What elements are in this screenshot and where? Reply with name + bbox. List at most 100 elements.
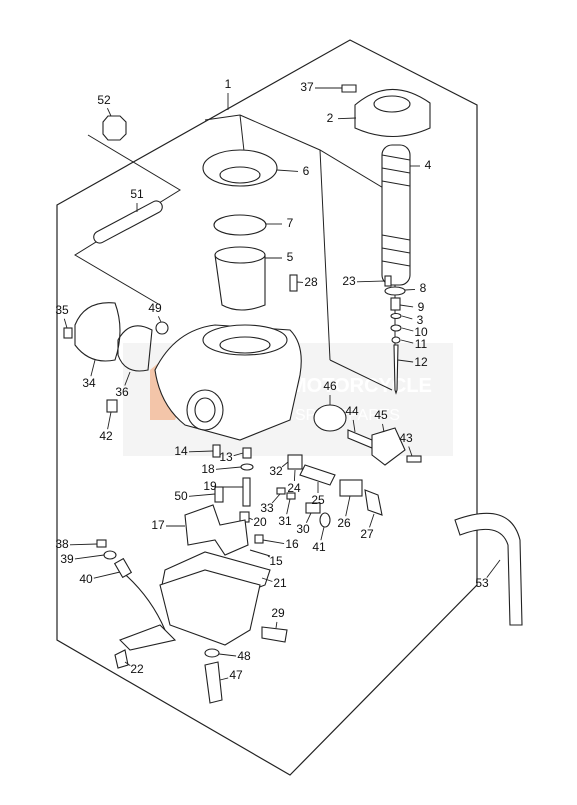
- part-35-shape: [64, 328, 72, 338]
- callout-11: 11: [415, 337, 428, 351]
- part-37-shape: [342, 85, 356, 92]
- leader-53: [487, 560, 500, 578]
- callout-50: 50: [174, 489, 188, 503]
- part-38-shape: [97, 540, 106, 547]
- callout-30: 30: [296, 522, 310, 536]
- part-32-shape: [288, 455, 302, 469]
- callout-20: 20: [253, 515, 267, 529]
- callout-2: 2: [327, 111, 334, 125]
- callout-47: 47: [229, 668, 243, 682]
- callout-7: 7: [287, 216, 294, 230]
- part-27-shape: [365, 490, 382, 515]
- callout-12: 12: [414, 355, 428, 369]
- leader-8: [405, 289, 415, 290]
- part-28-shape: [290, 275, 297, 291]
- callout-1: 1: [225, 77, 232, 91]
- callout-39: 39: [60, 552, 74, 566]
- leader-42: [108, 412, 111, 429]
- leader-2: [338, 118, 356, 119]
- leader-31: [287, 499, 290, 514]
- callout-17: 17: [151, 518, 165, 532]
- callout-18: 18: [201, 462, 215, 476]
- leader-52: [107, 108, 111, 116]
- callout-25: 25: [311, 493, 325, 507]
- leader-40: [94, 572, 120, 578]
- part-39-shape: [104, 551, 116, 559]
- leader-16: [263, 540, 284, 544]
- part-15-shape: [250, 550, 270, 556]
- part-4-shape: [382, 145, 410, 285]
- callout-21: 21: [273, 576, 287, 590]
- part-51-shape: [92, 199, 165, 245]
- part-49-shape: [156, 322, 168, 334]
- leader-41: [321, 527, 324, 540]
- callout-26: 26: [337, 516, 351, 530]
- callout-32: 32: [269, 464, 283, 478]
- callout-28: 28: [304, 275, 318, 289]
- part-40-shape: [120, 570, 165, 630]
- callout-9: 9: [418, 300, 425, 314]
- callout-16: 16: [285, 537, 299, 551]
- part-19-shape: [243, 478, 250, 506]
- part-8-shape: [385, 287, 405, 295]
- leader-26: [346, 496, 350, 516]
- part-13-shape: [243, 448, 251, 458]
- callout-31: 31: [278, 514, 292, 528]
- callout-44: 44: [345, 404, 359, 418]
- callout-27: 27: [360, 527, 374, 541]
- leader-24: [294, 470, 295, 481]
- leader-48: [219, 654, 236, 656]
- callout-14: 14: [174, 444, 188, 458]
- part-41-shape: [320, 513, 330, 527]
- leader-49: [158, 316, 161, 322]
- callout-40: 40: [79, 572, 93, 586]
- part-10-shape: [391, 325, 401, 331]
- part-22-shape: [115, 650, 128, 668]
- callout-19: 19: [203, 479, 217, 493]
- callout-15: 15: [269, 554, 283, 568]
- callout-4: 4: [425, 158, 432, 172]
- leader-20: [249, 518, 253, 520]
- callout-42: 42: [99, 429, 113, 443]
- part-16-shape: [255, 535, 263, 543]
- callout-29: 29: [271, 606, 285, 620]
- leader-38: [70, 544, 97, 545]
- part-33-shape: [277, 488, 285, 494]
- callout-52: 52: [97, 93, 111, 107]
- part-52-shape: [103, 116, 126, 140]
- callout-24: 24: [287, 481, 301, 495]
- part-11-shape: [392, 337, 400, 343]
- part-23-shape: [385, 276, 391, 286]
- part-9-shape: [391, 298, 400, 310]
- part-26-shape: [340, 480, 362, 496]
- leader-50: [189, 494, 215, 496]
- part-47-shape: [205, 662, 222, 703]
- float-bowl-shape: [160, 570, 260, 645]
- callout-41: 41: [312, 540, 326, 554]
- leader-35: [64, 319, 67, 328]
- callout-51: 51: [130, 187, 144, 201]
- callout-8: 8: [420, 281, 427, 295]
- callout-36: 36: [115, 385, 129, 399]
- part-42-shape: [107, 400, 117, 412]
- part-7-shape: [214, 215, 266, 235]
- part-48-shape: [205, 649, 219, 657]
- callout-33: 33: [260, 501, 274, 515]
- leader-47: [220, 678, 228, 680]
- callout-37: 37: [300, 80, 314, 94]
- part-3-shape: [391, 314, 401, 319]
- part-17-shape: [185, 505, 248, 555]
- callout-38: 38: [55, 537, 69, 551]
- part-53-shape: [455, 513, 522, 625]
- leader-34: [91, 360, 95, 376]
- leader-18: [216, 467, 241, 469]
- callout-48: 48: [237, 649, 251, 663]
- leader-29: [276, 622, 277, 628]
- callout-13: 13: [219, 450, 233, 464]
- callout-23: 23: [342, 274, 356, 288]
- callout-22: 22: [130, 662, 144, 676]
- leader-6: [277, 170, 298, 171]
- part-25-shape: [300, 465, 335, 485]
